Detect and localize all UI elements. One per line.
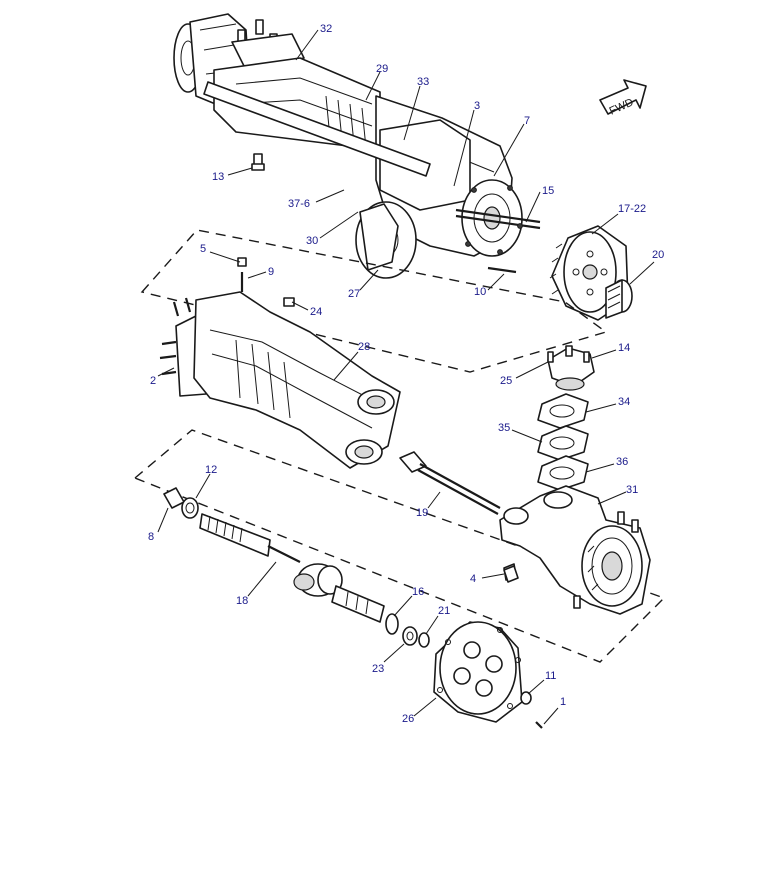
- callout-26: 26: [402, 713, 414, 725]
- callout-3: 3: [474, 100, 480, 112]
- axle-shaft-assembly: [163, 487, 519, 648]
- callout-9: 9: [268, 266, 274, 278]
- callout-36: 36: [616, 456, 628, 468]
- callout-33: 33: [417, 76, 429, 88]
- callout-7: 7: [524, 115, 530, 127]
- kingpin-and-gaskets: [537, 345, 595, 491]
- fwd-arrow: FWD: [599, 79, 647, 118]
- callouts: 32 29 33 3 7 13 15 37-6 30 27 10 17-22 2…: [148, 23, 664, 725]
- callout-14: 14: [618, 342, 630, 354]
- callout-11: 11: [545, 670, 556, 682]
- callout-25: 25: [500, 375, 512, 387]
- callout-31: 31: [626, 484, 638, 496]
- callout-35: 35: [498, 422, 510, 434]
- callout-21: 21: [438, 605, 450, 617]
- callout-32: 32: [320, 23, 332, 35]
- group-boundary-upper: [140, 229, 608, 373]
- axle-housing: [159, 257, 401, 469]
- callout-34: 34: [618, 396, 630, 408]
- ring-gear-assembly: [549, 225, 633, 321]
- callout-19: 19: [416, 507, 428, 519]
- callout-12: 12: [205, 464, 217, 476]
- callout-37-6: 37-6: [288, 198, 310, 210]
- callout-29: 29: [376, 63, 388, 75]
- steering-knuckle: [499, 485, 651, 615]
- callout-15: 15: [542, 185, 554, 197]
- callout-27: 27: [348, 288, 360, 300]
- assembled-axle: [173, 13, 541, 279]
- callout-30: 30: [306, 235, 318, 247]
- callout-1: 1: [560, 696, 566, 708]
- leader-lines: [157, 29, 655, 725]
- callout-13: 13: [212, 171, 224, 183]
- callout-18: 18: [236, 595, 248, 607]
- callout-4: 4: [470, 573, 476, 585]
- tie-rod: [399, 451, 501, 515]
- callout-2: 2: [150, 375, 156, 387]
- callout-24: 24: [310, 306, 322, 318]
- callout-28: 28: [358, 341, 370, 353]
- callout-5: 5: [200, 243, 206, 255]
- callout-17-22: 17-22: [618, 203, 646, 215]
- hub-cover: [433, 621, 543, 729]
- callout-20: 20: [652, 249, 664, 261]
- callout-16: 16: [412, 586, 424, 598]
- callout-8: 8: [148, 531, 154, 543]
- callout-23: 23: [372, 663, 384, 675]
- callout-10: 10: [474, 286, 486, 298]
